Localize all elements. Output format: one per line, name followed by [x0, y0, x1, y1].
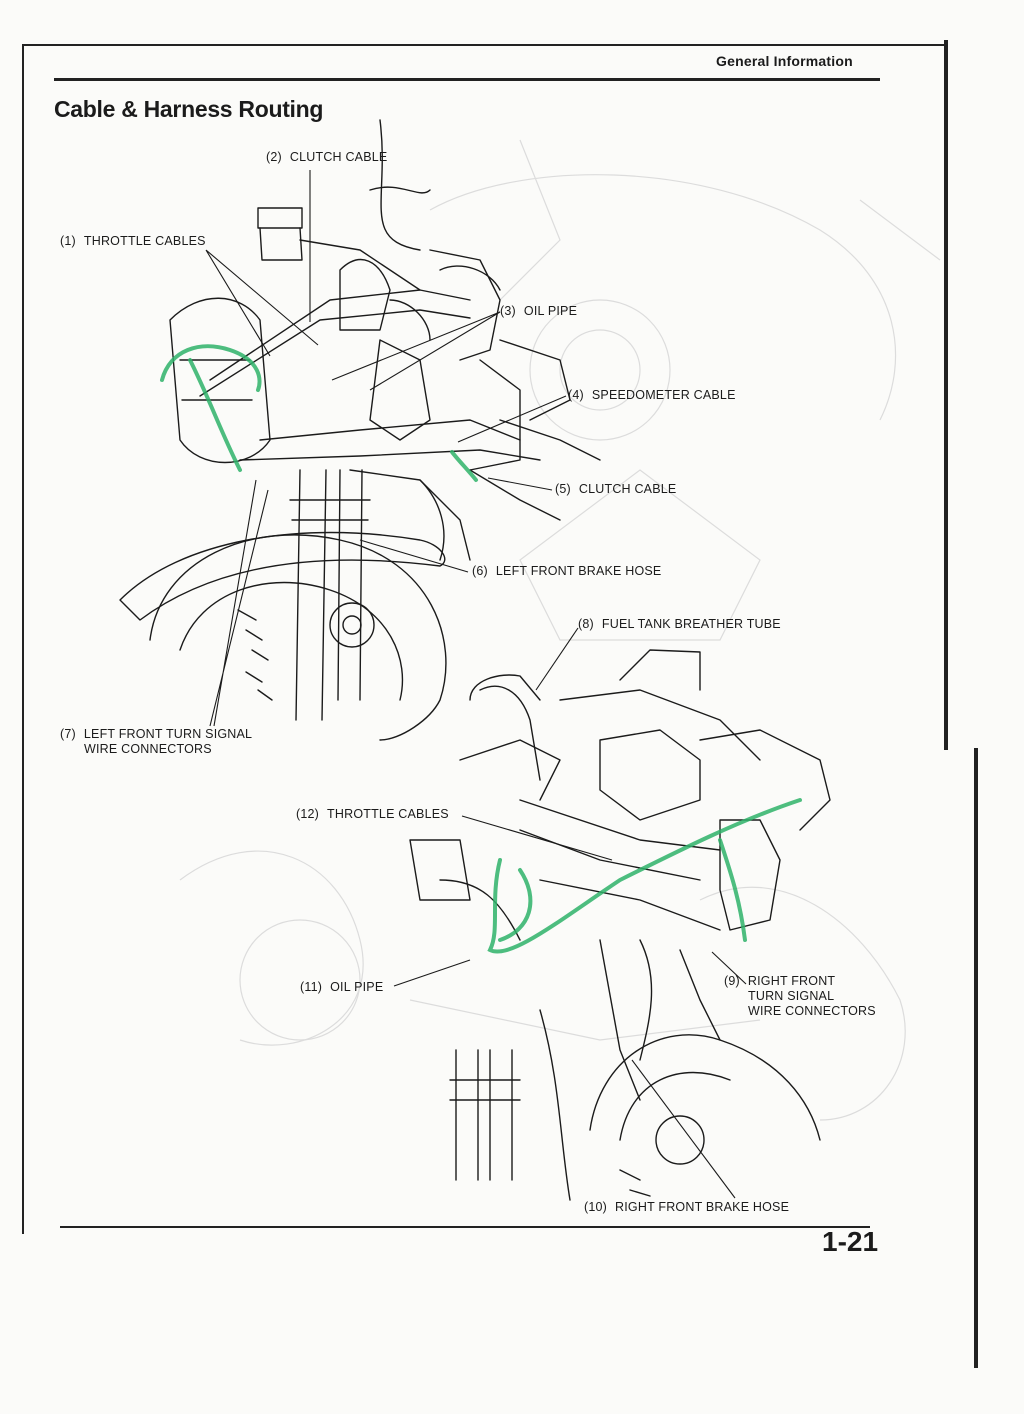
leader-7: [209, 479, 269, 727]
callout-10: (10)RIGHT FRONT BRAKE HOSE: [584, 1200, 790, 1214]
page-title: Cable & Harness Routing: [54, 96, 324, 122]
leader-9: [711, 951, 747, 985]
page-frame-right-lower: [974, 748, 978, 1368]
page-frame-left: [22, 44, 24, 1234]
page-number: 1-21: [822, 1226, 879, 1257]
leader-1: [205, 249, 319, 357]
callout-3: (3)OIL PIPE: [500, 304, 578, 318]
callout-9: (9)RIGHT FRONT TURN SIGNAL WIRE CONNECTO…: [724, 974, 876, 1018]
callout-12: (12)THROTTLE CABLES: [296, 807, 449, 821]
callout-4: (4)SPEEDOMETER CABLE: [568, 388, 736, 402]
leader-4: [457, 395, 567, 443]
callout-7: (7)LEFT FRONT TURN SIGNAL WIRE CONNECTOR…: [60, 727, 253, 756]
header-rule: [54, 78, 880, 81]
section-header: General Information: [716, 53, 853, 69]
leader-8: [535, 627, 579, 691]
leader-11: [393, 959, 471, 987]
harness-left-upper: [160, 344, 262, 392]
callout-2: (2)CLUTCH CABLE: [266, 150, 388, 164]
page-frame-top: [22, 44, 946, 46]
callout-5: (5)CLUTCH CABLE: [555, 482, 677, 496]
footer-rule: [60, 1226, 870, 1228]
callout-1: (1)THROTTLE CABLES: [60, 234, 206, 248]
callout-6: (6)LEFT FRONT BRAKE HOSE: [472, 564, 662, 578]
leader-6: [359, 539, 469, 573]
leader-12: [461, 815, 613, 861]
leader-5: [487, 477, 553, 491]
callout-8: (8)FUEL TANK BREATHER TUBE: [578, 617, 781, 631]
page-frame-right: [944, 40, 948, 750]
harness-right: [487, 798, 802, 954]
leader-3: [331, 311, 501, 391]
leader-10: [631, 1059, 736, 1199]
callout-11: (11)OIL PIPE: [300, 980, 384, 994]
upper-front-wheel-arc: [149, 534, 447, 741]
